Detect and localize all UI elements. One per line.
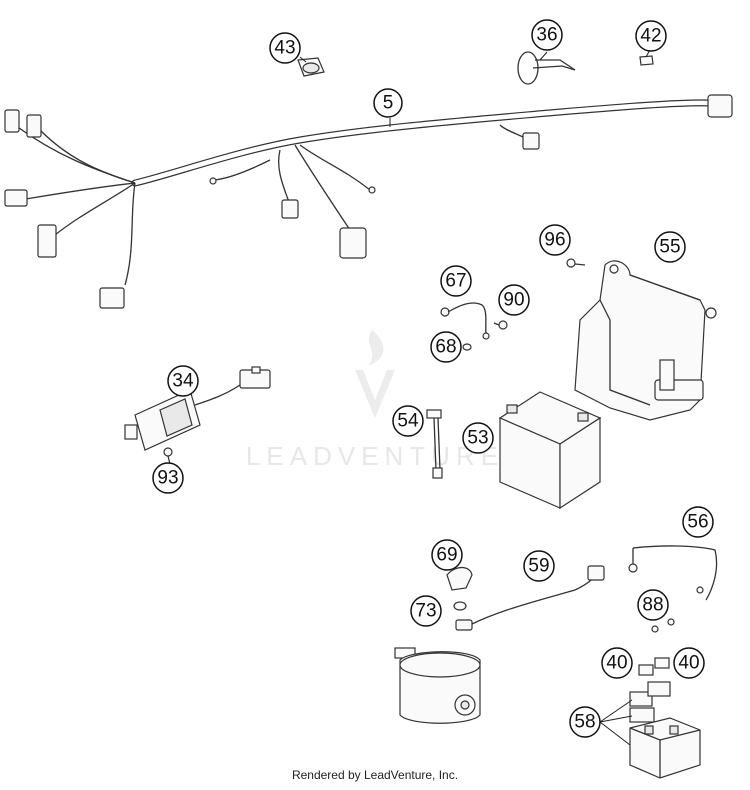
rubber-cap-part[interactable] xyxy=(446,566,473,591)
clip-part[interactable] xyxy=(639,55,654,66)
leadventure-watermark: LEADVENTURE xyxy=(246,330,504,471)
harness-connector xyxy=(339,227,367,259)
battery-holder-part[interactable] xyxy=(574,260,717,421)
vent-hose-part[interactable] xyxy=(426,409,443,479)
svg-text:40: 40 xyxy=(678,653,699,674)
svg-text:34: 34 xyxy=(172,371,194,392)
callout-40-right: 40 xyxy=(673,647,705,679)
ground-wire-part[interactable] xyxy=(440,302,490,340)
harness-connector xyxy=(4,189,28,207)
callout-69: 69 xyxy=(431,539,463,571)
fuse-part-a[interactable] xyxy=(638,664,654,676)
svg-text:96: 96 xyxy=(544,230,565,251)
svg-text:69: 69 xyxy=(436,545,457,566)
callout-68: 68 xyxy=(430,331,462,363)
svg-text:93: 93 xyxy=(157,468,178,489)
callout-67: 67 xyxy=(440,265,472,297)
harness-connector xyxy=(522,132,540,150)
svg-text:88: 88 xyxy=(642,595,663,616)
svg-text:55: 55 xyxy=(659,237,680,258)
screw-part-96[interactable] xyxy=(566,258,586,268)
callout-34: 34 xyxy=(167,365,199,397)
cable-part-59[interactable] xyxy=(455,565,605,631)
svg-text:5: 5 xyxy=(383,93,394,114)
svg-text:42: 42 xyxy=(640,26,661,47)
fuse-part-b[interactable] xyxy=(654,657,670,669)
watermark-text: LEADVENTURE xyxy=(246,441,504,471)
svg-text:67: 67 xyxy=(445,271,466,292)
footer-credit: Rendered by LeadVenture, Inc. xyxy=(291,768,459,782)
callout-73: 73 xyxy=(410,595,442,627)
starter-relay-part[interactable] xyxy=(629,681,701,779)
callout-53: 53 xyxy=(462,422,494,454)
svg-text:54: 54 xyxy=(397,411,419,432)
cable-part-56[interactable] xyxy=(628,545,718,601)
svg-text:58: 58 xyxy=(574,712,595,733)
voltage-regulator-part[interactable] xyxy=(124,366,271,451)
harness-connector xyxy=(26,114,42,138)
callout-36: 36 xyxy=(531,19,563,51)
harness-connector xyxy=(281,199,299,219)
callout-96: 96 xyxy=(539,224,571,256)
svg-text:53: 53 xyxy=(467,428,488,449)
callout-93: 93 xyxy=(152,462,184,494)
callout-59: 59 xyxy=(523,550,555,582)
callout-58: 58 xyxy=(569,706,601,738)
washer-part[interactable] xyxy=(462,343,472,351)
svg-text:59: 59 xyxy=(528,556,549,577)
battery-part[interactable] xyxy=(498,391,602,510)
wiring-harness[interactable] xyxy=(4,94,733,309)
harness-connector xyxy=(99,287,125,309)
svg-text:40: 40 xyxy=(606,653,627,674)
starter-motor-part[interactable] xyxy=(394,647,481,724)
svg-text:90: 90 xyxy=(503,290,524,311)
callout-43: 43 xyxy=(269,32,301,64)
cable-tie-part[interactable] xyxy=(517,51,576,85)
screw-part-88[interactable] xyxy=(651,618,675,633)
leader-lines xyxy=(299,47,652,746)
harness-connector xyxy=(707,94,733,118)
harness-connector xyxy=(4,109,20,133)
callout-56: 56 xyxy=(682,506,714,538)
callout-88: 88 xyxy=(637,589,669,621)
svg-text:68: 68 xyxy=(435,337,456,358)
harness-connector xyxy=(37,224,57,258)
callout-55: 55 xyxy=(654,231,686,263)
svg-text:43: 43 xyxy=(274,38,295,59)
screw-part[interactable] xyxy=(163,447,173,465)
callout-90: 90 xyxy=(498,284,530,316)
screw-part-90[interactable] xyxy=(493,320,508,330)
callout-54: 54 xyxy=(392,405,424,437)
svg-text:36: 36 xyxy=(536,25,557,46)
callout-42: 42 xyxy=(635,20,667,52)
svg-text:56: 56 xyxy=(687,512,708,533)
nut-part[interactable] xyxy=(453,601,467,611)
callout-40-left: 40 xyxy=(601,647,633,679)
svg-text:73: 73 xyxy=(415,601,436,622)
callout-5: 5 xyxy=(373,88,403,118)
bushing-part[interactable] xyxy=(297,57,325,77)
